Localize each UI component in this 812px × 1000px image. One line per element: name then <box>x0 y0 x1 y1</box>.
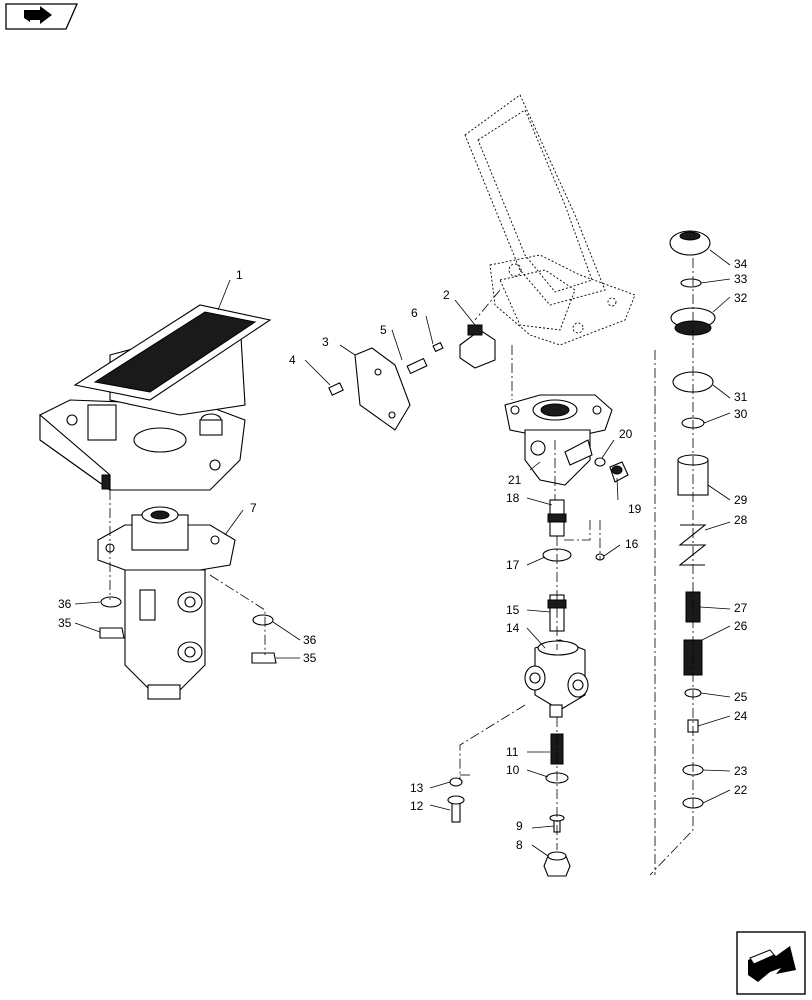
callout-25: 25 <box>734 690 748 704</box>
parts-19-20-fittings <box>594 457 629 483</box>
callout-8: 8 <box>516 838 523 852</box>
callout-27: 27 <box>734 601 748 615</box>
callout-5: 5 <box>380 323 387 337</box>
callout-7: 7 <box>250 501 257 515</box>
callout-3: 3 <box>322 335 329 349</box>
callout-19: 19 <box>628 502 642 516</box>
callout-1: 1 <box>236 268 243 282</box>
callout-14: 14 <box>506 621 520 635</box>
part-14-lower-body <box>524 639 589 718</box>
callout-16: 16 <box>625 537 639 551</box>
parts-22-34-column <box>669 230 716 809</box>
part-21-valve-housing <box>504 394 613 486</box>
callout-24: 24 <box>734 709 748 723</box>
parts-2-to-6-switch-and-fasteners <box>328 324 496 431</box>
callout-28: 28 <box>734 513 748 527</box>
part-7-valve-body <box>97 506 236 700</box>
callout-31: 31 <box>734 390 748 404</box>
callout-32: 32 <box>734 291 748 305</box>
callout-15: 15 <box>506 603 520 617</box>
callout-11: 11 <box>506 745 519 759</box>
callout-21: 21 <box>508 473 522 487</box>
callout-13: 13 <box>410 781 424 795</box>
parts-35-36-nuts-washers <box>99 596 277 664</box>
callout-26: 26 <box>734 619 748 633</box>
callout-10: 10 <box>506 763 520 777</box>
callout-6: 6 <box>411 306 418 320</box>
next-page-arrow-icon[interactable] <box>736 931 806 995</box>
forward-navigation-icon[interactable] <box>5 3 78 30</box>
callout-17: 17 <box>506 558 520 572</box>
callout-18: 18 <box>506 491 520 505</box>
callout-36-left: 36 <box>58 597 72 611</box>
callout-29: 29 <box>734 493 748 507</box>
part-1-brake-pedal <box>39 304 272 492</box>
callout-35-right: 35 <box>303 651 317 665</box>
callout-23: 23 <box>734 764 748 778</box>
callout-9: 9 <box>516 819 523 833</box>
ghost-pedal-assembly <box>464 94 636 346</box>
callout-22: 22 <box>734 783 748 797</box>
callout-4: 4 <box>289 353 296 367</box>
callout-35-left: 35 <box>58 616 72 630</box>
parts-15-18-spools <box>542 499 605 632</box>
callout-33: 33 <box>734 272 748 286</box>
assembly-centerlines <box>109 258 694 876</box>
callout-20: 20 <box>619 427 633 441</box>
callout-2: 2 <box>443 288 450 302</box>
callout-30: 30 <box>734 407 748 421</box>
callout-labels: 1 2 3 4 5 6 7 8 9 10 11 12 13 14 15 16 1… <box>58 257 748 852</box>
callout-12: 12 <box>410 799 424 813</box>
callout-leaders <box>74 249 731 857</box>
callout-34: 34 <box>734 257 748 271</box>
callout-36-right: 36 <box>303 633 317 647</box>
